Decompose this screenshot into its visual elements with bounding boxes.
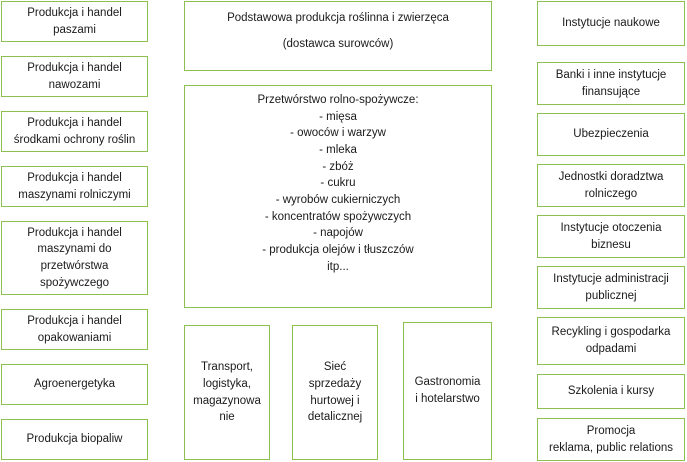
box-text: detalicznej: [307, 411, 363, 424]
box-text: Transport,: [201, 361, 253, 374]
box-text: Szkolenia i kursy: [567, 385, 655, 398]
box-text: Produkcja i handel: [27, 314, 122, 327]
box-text: hurtowej i: [310, 394, 360, 407]
box-text: środkami ochrony roślin: [13, 133, 136, 146]
box-administracja: Instytucje administracji publicznej: [537, 266, 685, 309]
box-maszyny-rolnicze: Produkcja i handel maszynami rolniczymi: [1, 166, 148, 207]
processing-item: - zbóż: [322, 160, 354, 173]
processing-item: - koncentratów spożywczych: [264, 210, 412, 223]
box-przetworstwo: Przetwórstwo rolno-spożywcze: - mięsa - …: [184, 85, 492, 308]
box-text: maszynami rolniczymi: [18, 188, 131, 201]
box-text: biznesu: [591, 238, 631, 251]
box-text: nawozami: [48, 78, 101, 91]
box-siec-sprzedazy: Sieć sprzedaży hurtowej i detalicznej: [292, 325, 378, 460]
box-text: opakowaniami: [37, 331, 112, 344]
box-text: Produkcja i handel: [27, 61, 122, 74]
box-ubezpieczenia: Ubezpieczenia: [537, 113, 685, 156]
box-text: Produkcja i handel: [27, 6, 122, 19]
box-text: nie: [219, 411, 235, 424]
box-nawozy: Produkcja i handel nawozami: [1, 56, 148, 97]
processing-item: - mięsa: [319, 110, 357, 123]
box-text: Instytucje administracji: [553, 272, 669, 285]
box-text: Produkcja i handel: [27, 116, 122, 129]
box-text: przetwórstwa: [40, 260, 109, 272]
box-text: spożywczego: [39, 276, 110, 289]
box-text: Agroenergetyka: [33, 378, 116, 391]
box-text: (dostawca surowców): [282, 37, 394, 50]
box-text: Ubezpieczenia: [573, 128, 649, 141]
box-gastronomia: Gastronomia i hotelarstwo: [403, 322, 492, 460]
box-text: finansujące: [581, 85, 641, 98]
box-text: reklama, public relations: [548, 441, 673, 454]
box-pasze: Produkcja i handel paszami: [1, 1, 148, 42]
box-promocja: Promocja reklama, public relations: [537, 418, 685, 461]
box-text: paszami: [53, 23, 96, 36]
box-produkcja-podstawowa: Podstawowa produkcja roślinna i zwierzęc…: [184, 1, 492, 71]
box-text: Produkcja i handel: [27, 171, 122, 184]
box-szkolenia: Szkolenia i kursy: [537, 374, 685, 409]
box-text: logistyka,: [203, 377, 251, 390]
box-text: Promocja: [586, 424, 636, 437]
processing-item: - cukru: [320, 177, 356, 190]
box-text: publicznej: [585, 289, 637, 302]
box-recykling: Recykling i gospodarka odpadami: [537, 317, 685, 365]
box-text: Banki i inne instytucje: [555, 68, 667, 81]
box-text: Recykling i gospodarka: [551, 326, 671, 339]
box-text: Podstawowa produkcja roślinna i zwierzęc…: [227, 12, 449, 24]
box-agroenergetyka: Agroenergetyka: [1, 364, 148, 405]
box-text: maszynami do: [37, 243, 112, 256]
box-opakowania: Produkcja i handel opakowaniami: [1, 309, 148, 350]
box-text: magazynowa: [193, 394, 261, 407]
box-text: rolniczego: [584, 187, 638, 200]
box-banki: Banki i inne instytucje finansujące: [537, 62, 685, 105]
processing-item: - napojów: [313, 227, 363, 240]
box-text: Instytucje otoczenia: [560, 221, 662, 234]
box-text: Jednostki doradztwa: [558, 170, 664, 183]
box-instytucje-naukowe: Instytucje naukowe: [537, 1, 685, 46]
box-transport: Transport, logistyka, magazynowa nie: [184, 325, 270, 460]
processing-item: itp...: [327, 260, 349, 273]
box-doradztwo: Jednostki doradztwa rolniczego: [537, 164, 685, 207]
box-text: Produkcja i handel: [27, 226, 122, 239]
box-text: Produkcja biopaliw: [26, 433, 123, 446]
box-text: Gastronomia: [414, 376, 481, 389]
box-text: sprzedaży: [308, 377, 362, 390]
processing-item: - mleka: [319, 144, 357, 157]
box-text: Instytucje naukowe: [562, 17, 660, 30]
box-otoczenie-biznesu: Instytucje otoczenia biznesu: [537, 215, 685, 258]
processing-heading: Przetwórstwo rolno-spożywcze:: [257, 94, 419, 106]
processing-item: - produkcja olejów i tłuszczów: [262, 244, 414, 257]
box-srodki-ochrony: Produkcja i handel środkami ochrony rośl…: [1, 111, 148, 152]
box-biopaliwa: Produkcja biopaliw: [1, 419, 148, 460]
processing-item: - owoców i warzyw: [290, 127, 386, 140]
box-maszyny-przetworstwo: Produkcja i handel maszynami do przetwór…: [1, 221, 148, 295]
box-text: odpadami: [585, 343, 637, 355]
processing-item: - wyrobów cukierniczych: [275, 194, 401, 207]
box-text: Sieć: [323, 361, 347, 374]
box-text: i hotelarstwo: [415, 393, 480, 405]
